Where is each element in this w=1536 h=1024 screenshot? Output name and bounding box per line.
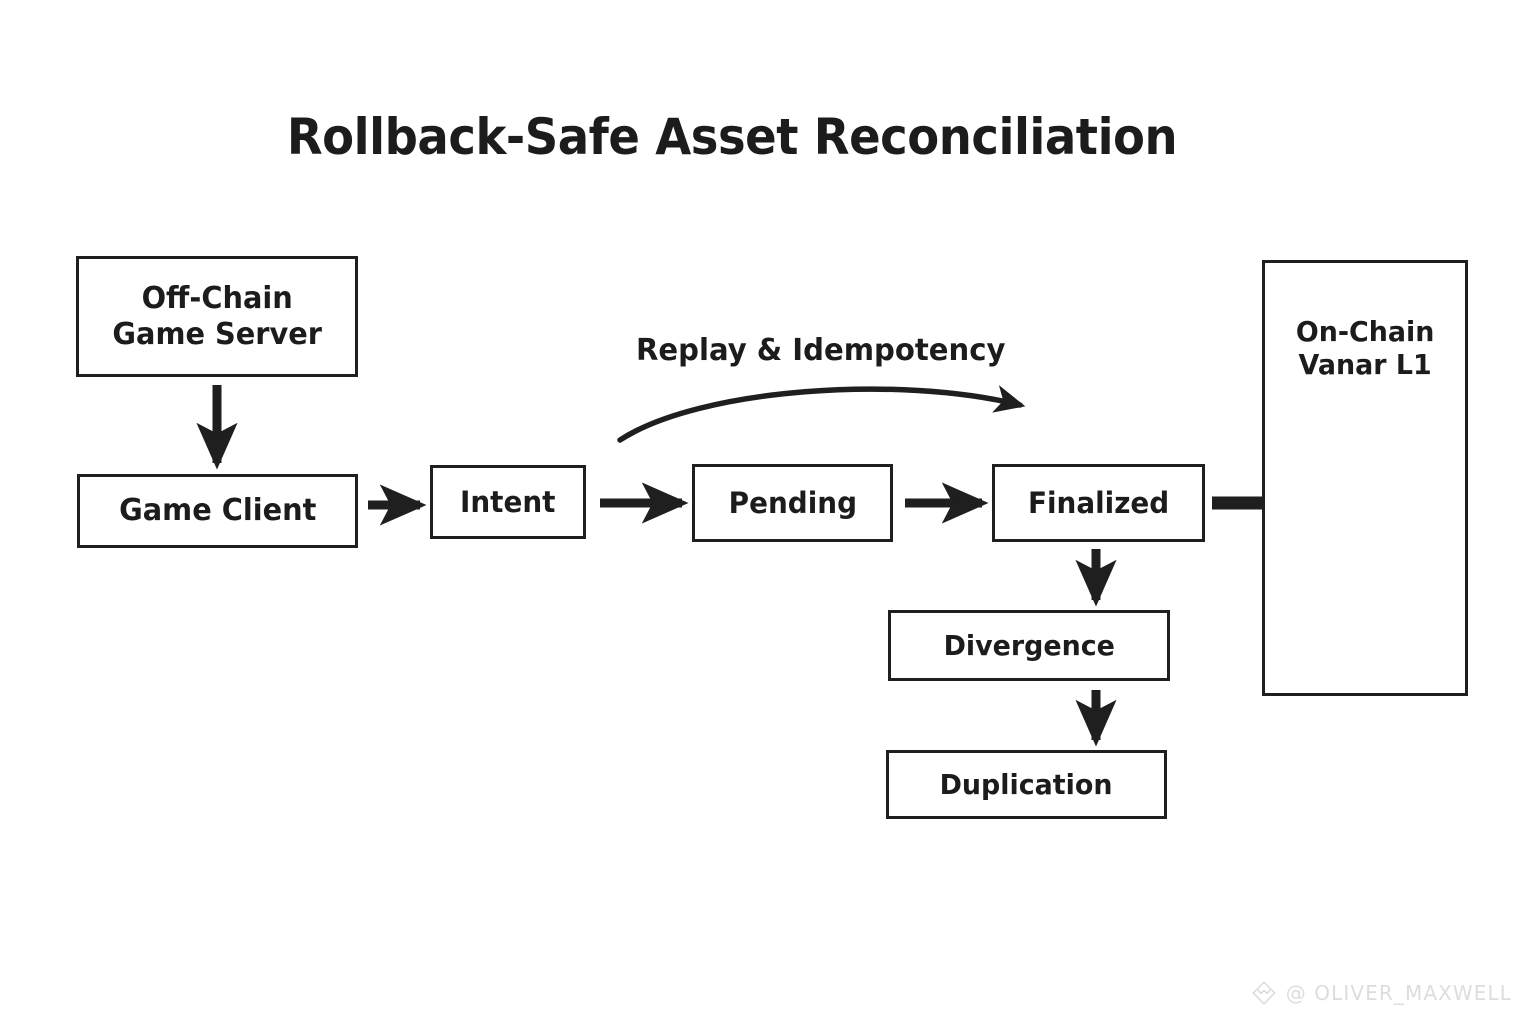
node-duplication[interactable]: Duplication bbox=[886, 750, 1167, 819]
node-label: Game Client bbox=[118, 493, 317, 529]
node-pending[interactable]: Pending bbox=[692, 464, 893, 542]
node-label: Duplication bbox=[940, 767, 1113, 801]
node-label: Off-Chain Game Server bbox=[112, 281, 322, 352]
node-intent[interactable]: Intent bbox=[430, 465, 586, 539]
node-label: On-Chain Vanar L1 bbox=[1295, 315, 1435, 382]
page-title: Rollback-Safe Asset Reconciliation bbox=[286, 108, 1178, 166]
node-divergence[interactable]: Divergence bbox=[888, 610, 1170, 681]
node-label: Finalized bbox=[1027, 485, 1170, 520]
edge-label-replay-idempotency: Replay & Idempotency bbox=[636, 333, 1006, 368]
node-label: Intent bbox=[460, 484, 556, 519]
node-off-chain-game-server[interactable]: Off-Chain Game Server bbox=[76, 256, 358, 377]
diamond-chevron-icon bbox=[1251, 980, 1277, 1006]
node-game-client[interactable]: Game Client bbox=[77, 474, 358, 548]
watermark: @ OLIVER_MAXWELL bbox=[1251, 980, 1512, 1006]
node-on-chain-vanar-l1[interactable]: On-Chain Vanar L1 bbox=[1262, 260, 1468, 696]
node-finalized[interactable]: Finalized bbox=[992, 464, 1205, 542]
node-label: Pending bbox=[728, 485, 857, 520]
node-label: Divergence bbox=[943, 628, 1115, 662]
edge-replay-idempotency bbox=[617, 385, 1026, 443]
watermark-handle: @ OLIVER_MAXWELL bbox=[1285, 981, 1512, 1005]
